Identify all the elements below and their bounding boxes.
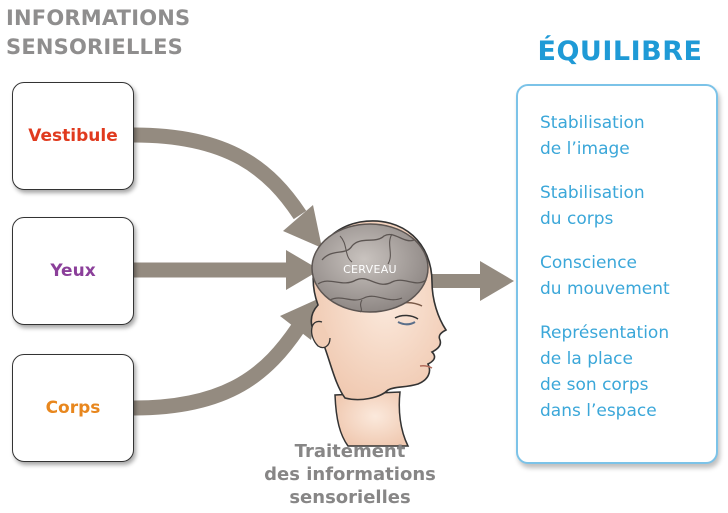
output-image-stabilization: Stabilisation de l’image (540, 110, 708, 162)
input-box-corps: Corps (12, 354, 134, 462)
output-line: Stabilisation (540, 113, 645, 133)
heading-balance: ÉQUILIBRE (537, 36, 703, 67)
caption-line-3: sensorielles (289, 487, 411, 508)
caption-line-1: Traitement (294, 441, 406, 462)
input-label-vestibule: Vestibule (28, 126, 118, 146)
output-line: Représentation (540, 323, 670, 343)
arrow-vestibule-head (283, 205, 322, 248)
brain-illustration (311, 223, 429, 313)
input-label-yeux: Yeux (50, 261, 96, 281)
arrow-output-head (480, 261, 514, 301)
heading-line-1: INFORMATIONS (6, 6, 191, 30)
input-label-corps: Corps (45, 398, 101, 418)
output-line: du mouvement (540, 279, 670, 299)
output-line: Stabilisation (540, 183, 645, 203)
output-line: dans l’espace (540, 401, 657, 421)
heading-line-2: SENSORIELLES (6, 35, 183, 59)
arrow-vestibule (133, 127, 307, 220)
output-line: de l’image (540, 139, 630, 159)
output-body-representation: Représentation de la place de son corps … (540, 320, 708, 424)
heading-sensory-info: INFORMATIONS SENSORIELLES (6, 4, 190, 62)
output-body-stabilization: Stabilisation du corps (540, 180, 708, 232)
input-box-yeux: Yeux (12, 217, 134, 325)
arrow-corps (133, 323, 305, 416)
output-line: de son corps (540, 375, 649, 395)
caption-line-2: des informations (264, 464, 436, 485)
brain-label: CERVEAU (343, 263, 397, 276)
output-line: Conscience (540, 253, 638, 273)
output-box-balance: Stabilisation de l’image Stabilisation d… (516, 84, 718, 464)
arrow-corps-head (280, 298, 320, 340)
input-box-vestibule: Vestibule (12, 82, 134, 190)
arrow-yeux-head (286, 250, 320, 290)
processing-caption: Traitement des informations sensorielles (230, 440, 470, 509)
output-line: du corps (540, 209, 614, 229)
output-line: de la place (540, 349, 633, 369)
output-motion-awareness: Conscience du mouvement (540, 250, 708, 302)
